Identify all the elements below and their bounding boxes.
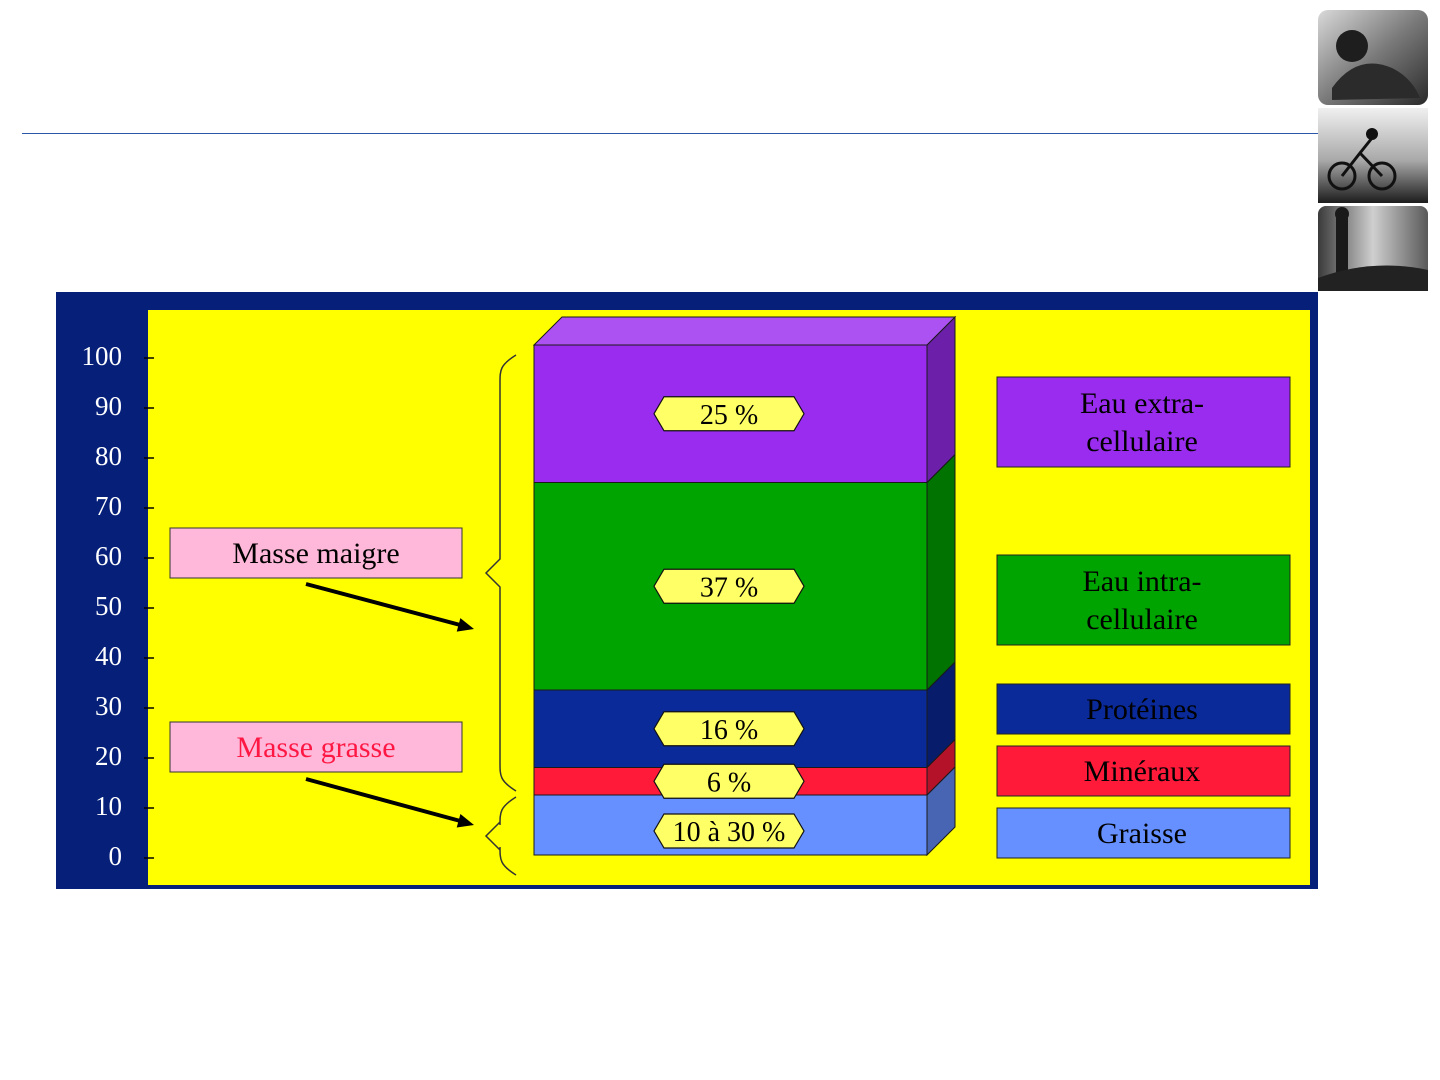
photo-strip-runner [1318, 206, 1428, 291]
y-tick-label: 100 [82, 341, 123, 371]
legend-item: Graisse [997, 808, 1290, 858]
y-tick-label: 10 [95, 791, 122, 821]
data-label: 16 % [654, 712, 804, 746]
title-divider [22, 133, 1332, 134]
data-label-text: 16 % [700, 715, 758, 746]
legend-label: Graisse [1097, 817, 1187, 850]
y-tick-label: 60 [95, 541, 122, 571]
bar-top-face [534, 317, 955, 345]
y-tick-label: 50 [95, 591, 122, 621]
bar-segment-side [927, 317, 955, 483]
data-label-text: 6 % [707, 767, 751, 798]
masse-maigre: Masse maigre [170, 528, 462, 578]
brace-masse-maigre [486, 355, 516, 791]
arrow-masse-grasse [306, 779, 474, 828]
data-label: 37 % [654, 569, 804, 603]
data-label-text: 25 % [700, 400, 758, 431]
data-label-text: 37 % [700, 572, 758, 603]
legend: Graisse Minéraux Protéines Eau intra-cellul… [997, 377, 1290, 858]
masse-maigre-label: Masse maigre [232, 537, 399, 570]
masse-grasse: Masse grasse [170, 722, 462, 772]
bar-segment-side [927, 455, 955, 691]
legend-label: Minéraux [1084, 755, 1201, 788]
y-tick-label: 40 [95, 641, 122, 671]
legend-label: Protéines [1086, 693, 1198, 726]
legend-item: Protéines [997, 684, 1290, 734]
legend-label: Eau extra- [1080, 387, 1204, 420]
data-label: 25 % [654, 397, 804, 431]
legend-item: Eau extra-cellulaire [997, 377, 1290, 467]
legend-item: Minéraux [997, 746, 1290, 796]
arrow-masse-maigre-shaft [306, 584, 464, 626]
y-tick-label: 0 [109, 841, 123, 871]
photo-strip-diver [1318, 10, 1428, 105]
photo-strip [1312, 8, 1436, 296]
brace-masse-grasse [486, 797, 516, 875]
legend-label: Eau intra- [1082, 565, 1201, 598]
arrow-masse-grasse-head [457, 814, 474, 828]
masse-grasse-label: Masse grasse [236, 731, 395, 764]
arrow-masse-maigre-head [457, 618, 474, 632]
data-label: 10 à 30 % [654, 814, 804, 848]
y-tick-label: 90 [95, 391, 122, 421]
arrow-masse-maigre [306, 584, 474, 632]
legend-label: cellulaire [1086, 425, 1198, 458]
y-tick-label: 80 [95, 441, 122, 471]
data-label: 6 % [654, 764, 804, 798]
stacked-bar: 10 à 30 % 6 % 16 % 37 % 25 % [534, 317, 955, 855]
legend-label: cellulaire [1086, 603, 1198, 636]
arrow-masse-grasse-shaft [306, 779, 464, 822]
photo-strip-cyclist [1318, 108, 1428, 203]
y-tick-label: 20 [95, 741, 122, 771]
y-tick-label: 70 [95, 491, 122, 521]
legend-item: Eau intra-cellulaire [997, 555, 1290, 645]
y-tick-label: 30 [95, 691, 122, 721]
data-label-text: 10 à 30 % [673, 817, 786, 848]
